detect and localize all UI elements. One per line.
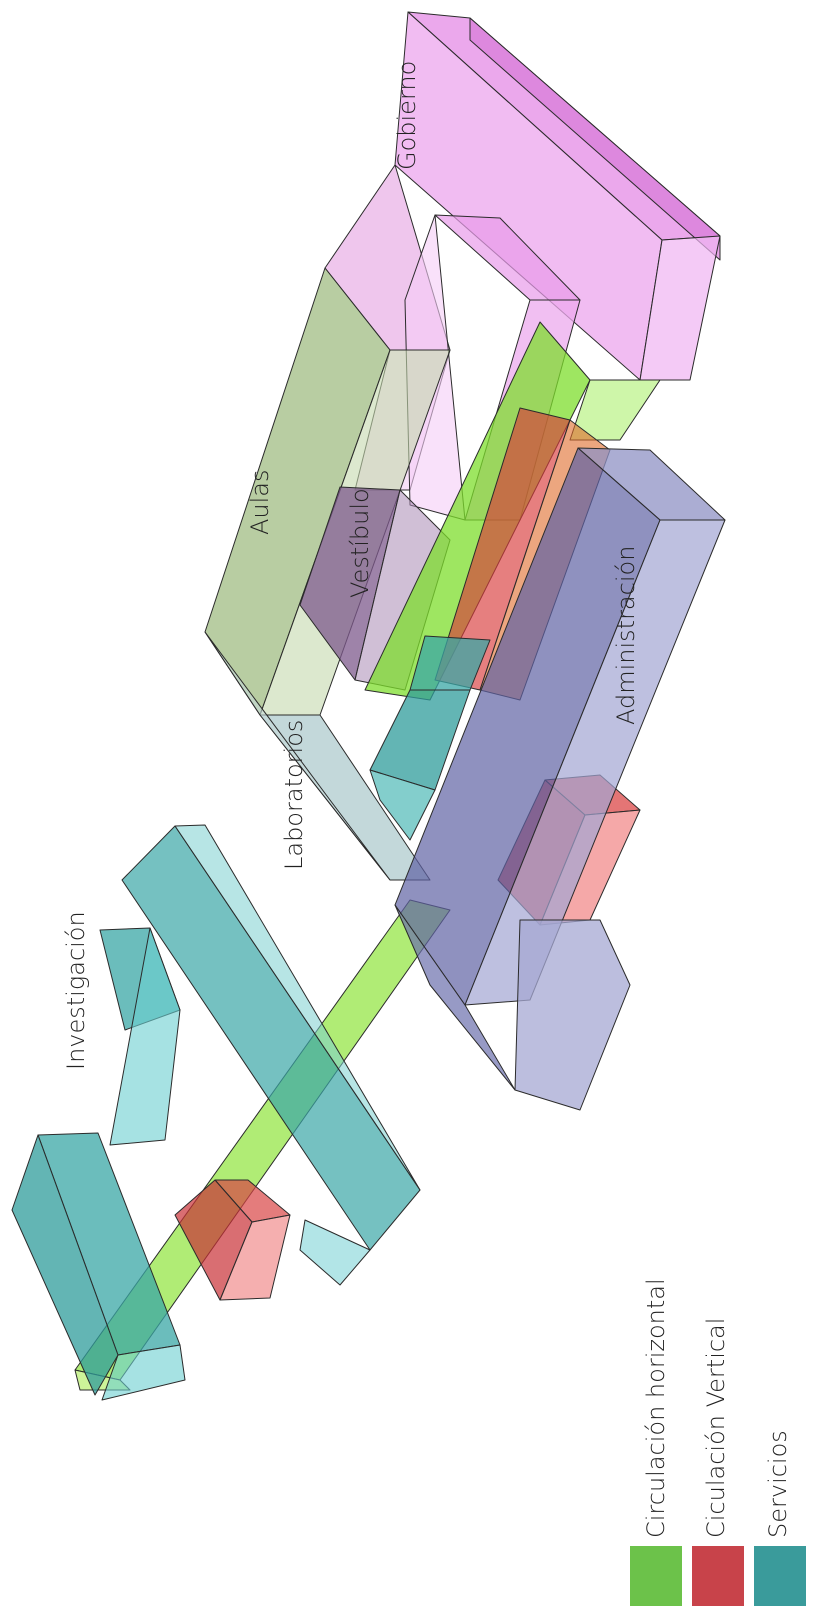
label-vestibulo: Vestíbulo [346, 488, 374, 598]
legend-swatch-servicios [754, 1546, 806, 1606]
legend: Circulación horizontal Ciculación Vertic… [630, 1278, 806, 1606]
label-investigacion: Investigación [62, 911, 90, 1070]
label-administracion: Administración [612, 546, 640, 725]
legend-label-vertical: Ciculación Vertical [702, 1318, 730, 1538]
vestibulo-volume [299, 486, 451, 691]
legend-swatch-vertical [692, 1546, 744, 1606]
legend-swatch-horizontal [630, 1546, 682, 1606]
label-laboratorios: Laboratorios [280, 720, 308, 870]
label-aulas: Aulas [246, 469, 274, 535]
servicios-volume [11, 635, 491, 1401]
legend-label-horizontal: Circulación horizontal [642, 1278, 670, 1538]
administracion-volume [394, 447, 726, 1111]
label-gobierno: Gobierno [393, 61, 421, 170]
legend-label-servicios: Servicios [764, 1430, 792, 1538]
